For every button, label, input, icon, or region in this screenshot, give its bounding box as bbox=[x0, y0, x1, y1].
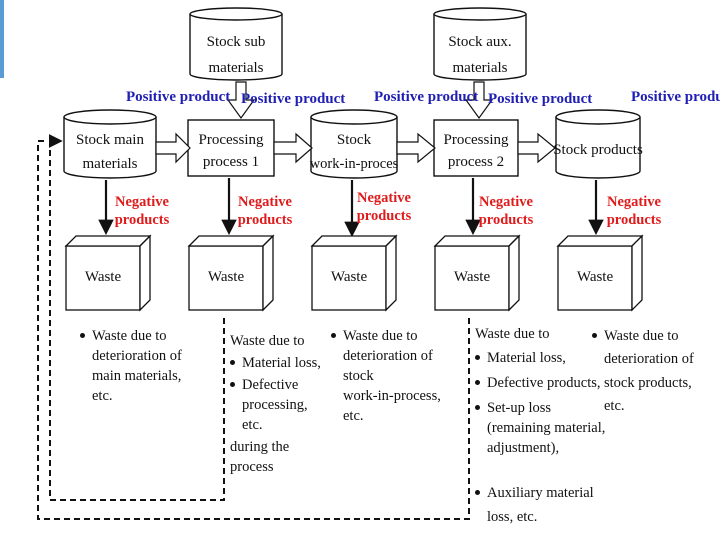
process2-label-2: process 2 bbox=[448, 154, 504, 170]
flow-arrow-wip-to-p2 bbox=[396, 132, 436, 164]
note-line: Auxiliary material bbox=[473, 483, 594, 503]
stock-sub-label-2: materials bbox=[209, 60, 264, 76]
negative-line-1: Negative bbox=[357, 190, 411, 206]
process1-label-1: Processing bbox=[199, 132, 264, 148]
waste-box-p1: Waste bbox=[187, 234, 275, 312]
negative-products-label-products: Negative products bbox=[598, 193, 670, 229]
stock-wip-label-1: Stock bbox=[337, 132, 372, 148]
recycle-loop-process1 bbox=[48, 134, 225, 501]
positive-product-label-5: Positive product bbox=[631, 89, 720, 105]
note-line: Set-up loss bbox=[473, 398, 551, 418]
note-line: during the bbox=[230, 439, 290, 455]
note-line: etc. bbox=[604, 398, 625, 414]
stock-main-label-1: Stock main bbox=[76, 132, 144, 148]
note-line: stock bbox=[343, 368, 374, 384]
note-line: deterioration of bbox=[343, 348, 433, 364]
negative-line-1: Negative bbox=[238, 194, 292, 210]
positive-product-label-1: Positive product bbox=[126, 89, 231, 105]
stock-aux-label-2: materials bbox=[453, 60, 508, 76]
waste-label-p2: Waste bbox=[454, 269, 491, 285]
note-line: Material loss, bbox=[473, 348, 566, 368]
waste-label-wip: Waste bbox=[331, 269, 368, 285]
note-line: work-in-process, bbox=[343, 388, 441, 404]
negative-line-2: products bbox=[356, 208, 412, 224]
stock-sub-materials: Stock sub materials bbox=[189, 7, 283, 81]
stock-aux-materials: Stock aux. materials bbox=[433, 7, 527, 81]
process2-label-1: Processing bbox=[444, 132, 509, 148]
note-line: Material loss, bbox=[228, 353, 321, 373]
note-line: loss, etc. bbox=[487, 509, 538, 525]
note-line: Defective bbox=[228, 375, 298, 395]
note-line: (remaining material, bbox=[487, 420, 606, 436]
note-line: deterioration of bbox=[604, 351, 694, 367]
note-line: Waste due to bbox=[590, 326, 679, 346]
note-line: processing, bbox=[242, 397, 308, 413]
flow-arrow-p2-to-products bbox=[517, 132, 556, 164]
negative-line-2: products bbox=[478, 212, 534, 228]
stock-sub-label-1: Stock sub bbox=[207, 34, 266, 50]
positive-product-label-3: Positive product bbox=[374, 89, 479, 105]
negative-line-2: products bbox=[114, 212, 170, 228]
waste-label-products: Waste bbox=[577, 269, 614, 285]
processing-process-1: Processing process 1 bbox=[187, 119, 275, 177]
negative-line-2: products bbox=[606, 212, 662, 228]
negative-products-label-p1: Negative products bbox=[229, 193, 301, 229]
stock-products-label: Stock products bbox=[553, 142, 643, 158]
waste-box-p2: Waste bbox=[433, 234, 521, 312]
negative-products-label-p2: Negative products bbox=[470, 193, 542, 229]
negative-products-label-main: Negative products bbox=[106, 193, 178, 229]
note-line: Waste due to bbox=[329, 326, 418, 346]
stock-aux-label-1: Stock aux. bbox=[448, 34, 511, 50]
note-line: Defective products, bbox=[473, 373, 601, 393]
stock-main-materials: Stock main materials bbox=[63, 109, 157, 179]
note-line: etc. bbox=[343, 408, 364, 424]
process1-label-2: process 1 bbox=[203, 154, 259, 170]
slide-accent-bar bbox=[0, 0, 4, 78]
stock-main-label-2: materials bbox=[83, 156, 138, 172]
waste-label-main: Waste bbox=[85, 269, 122, 285]
flow-arrow-p1-to-wip bbox=[273, 132, 313, 164]
negative-line-1: Negative bbox=[607, 194, 661, 210]
waste-box-products: Waste bbox=[556, 234, 644, 312]
note-line: Waste due to bbox=[475, 326, 550, 342]
stock-wip-label-2: work-in-proces bbox=[310, 156, 399, 172]
positive-product-label-2: Positive product bbox=[241, 91, 346, 107]
flow-arrow-main-to-p1 bbox=[155, 132, 191, 164]
sub-to-process1-arrow bbox=[226, 81, 256, 120]
note-line: adjustment), bbox=[487, 440, 560, 456]
waste-box-main: Waste bbox=[64, 234, 152, 312]
aux-to-process2-arrow bbox=[464, 81, 494, 120]
positive-product-label-4: Positive product bbox=[488, 91, 593, 107]
negative-line-1: Negative bbox=[115, 194, 169, 210]
negative-products-label-wip: Negative products bbox=[348, 189, 420, 225]
stock-products: Stock products bbox=[553, 109, 643, 179]
waste-label-p1: Waste bbox=[208, 269, 245, 285]
note-line: Waste due to bbox=[230, 333, 305, 349]
note-line: stock products, bbox=[604, 375, 692, 391]
processing-process-2: Processing process 2 bbox=[433, 119, 519, 177]
recycle-loop-process2 bbox=[37, 140, 470, 520]
note-line: Waste due to bbox=[78, 326, 167, 346]
stock-work-in-process: Stock work-in-proces bbox=[310, 109, 399, 179]
negative-line-2: products bbox=[237, 212, 293, 228]
negative-line-1: Negative bbox=[479, 194, 533, 210]
note-line: main materials, bbox=[92, 368, 182, 384]
note-line: etc. bbox=[92, 388, 113, 404]
note-line: deterioration of bbox=[92, 348, 182, 364]
note-line: etc. bbox=[242, 417, 263, 433]
waste-box-wip: Waste bbox=[310, 234, 398, 312]
note-line: process bbox=[230, 459, 274, 475]
